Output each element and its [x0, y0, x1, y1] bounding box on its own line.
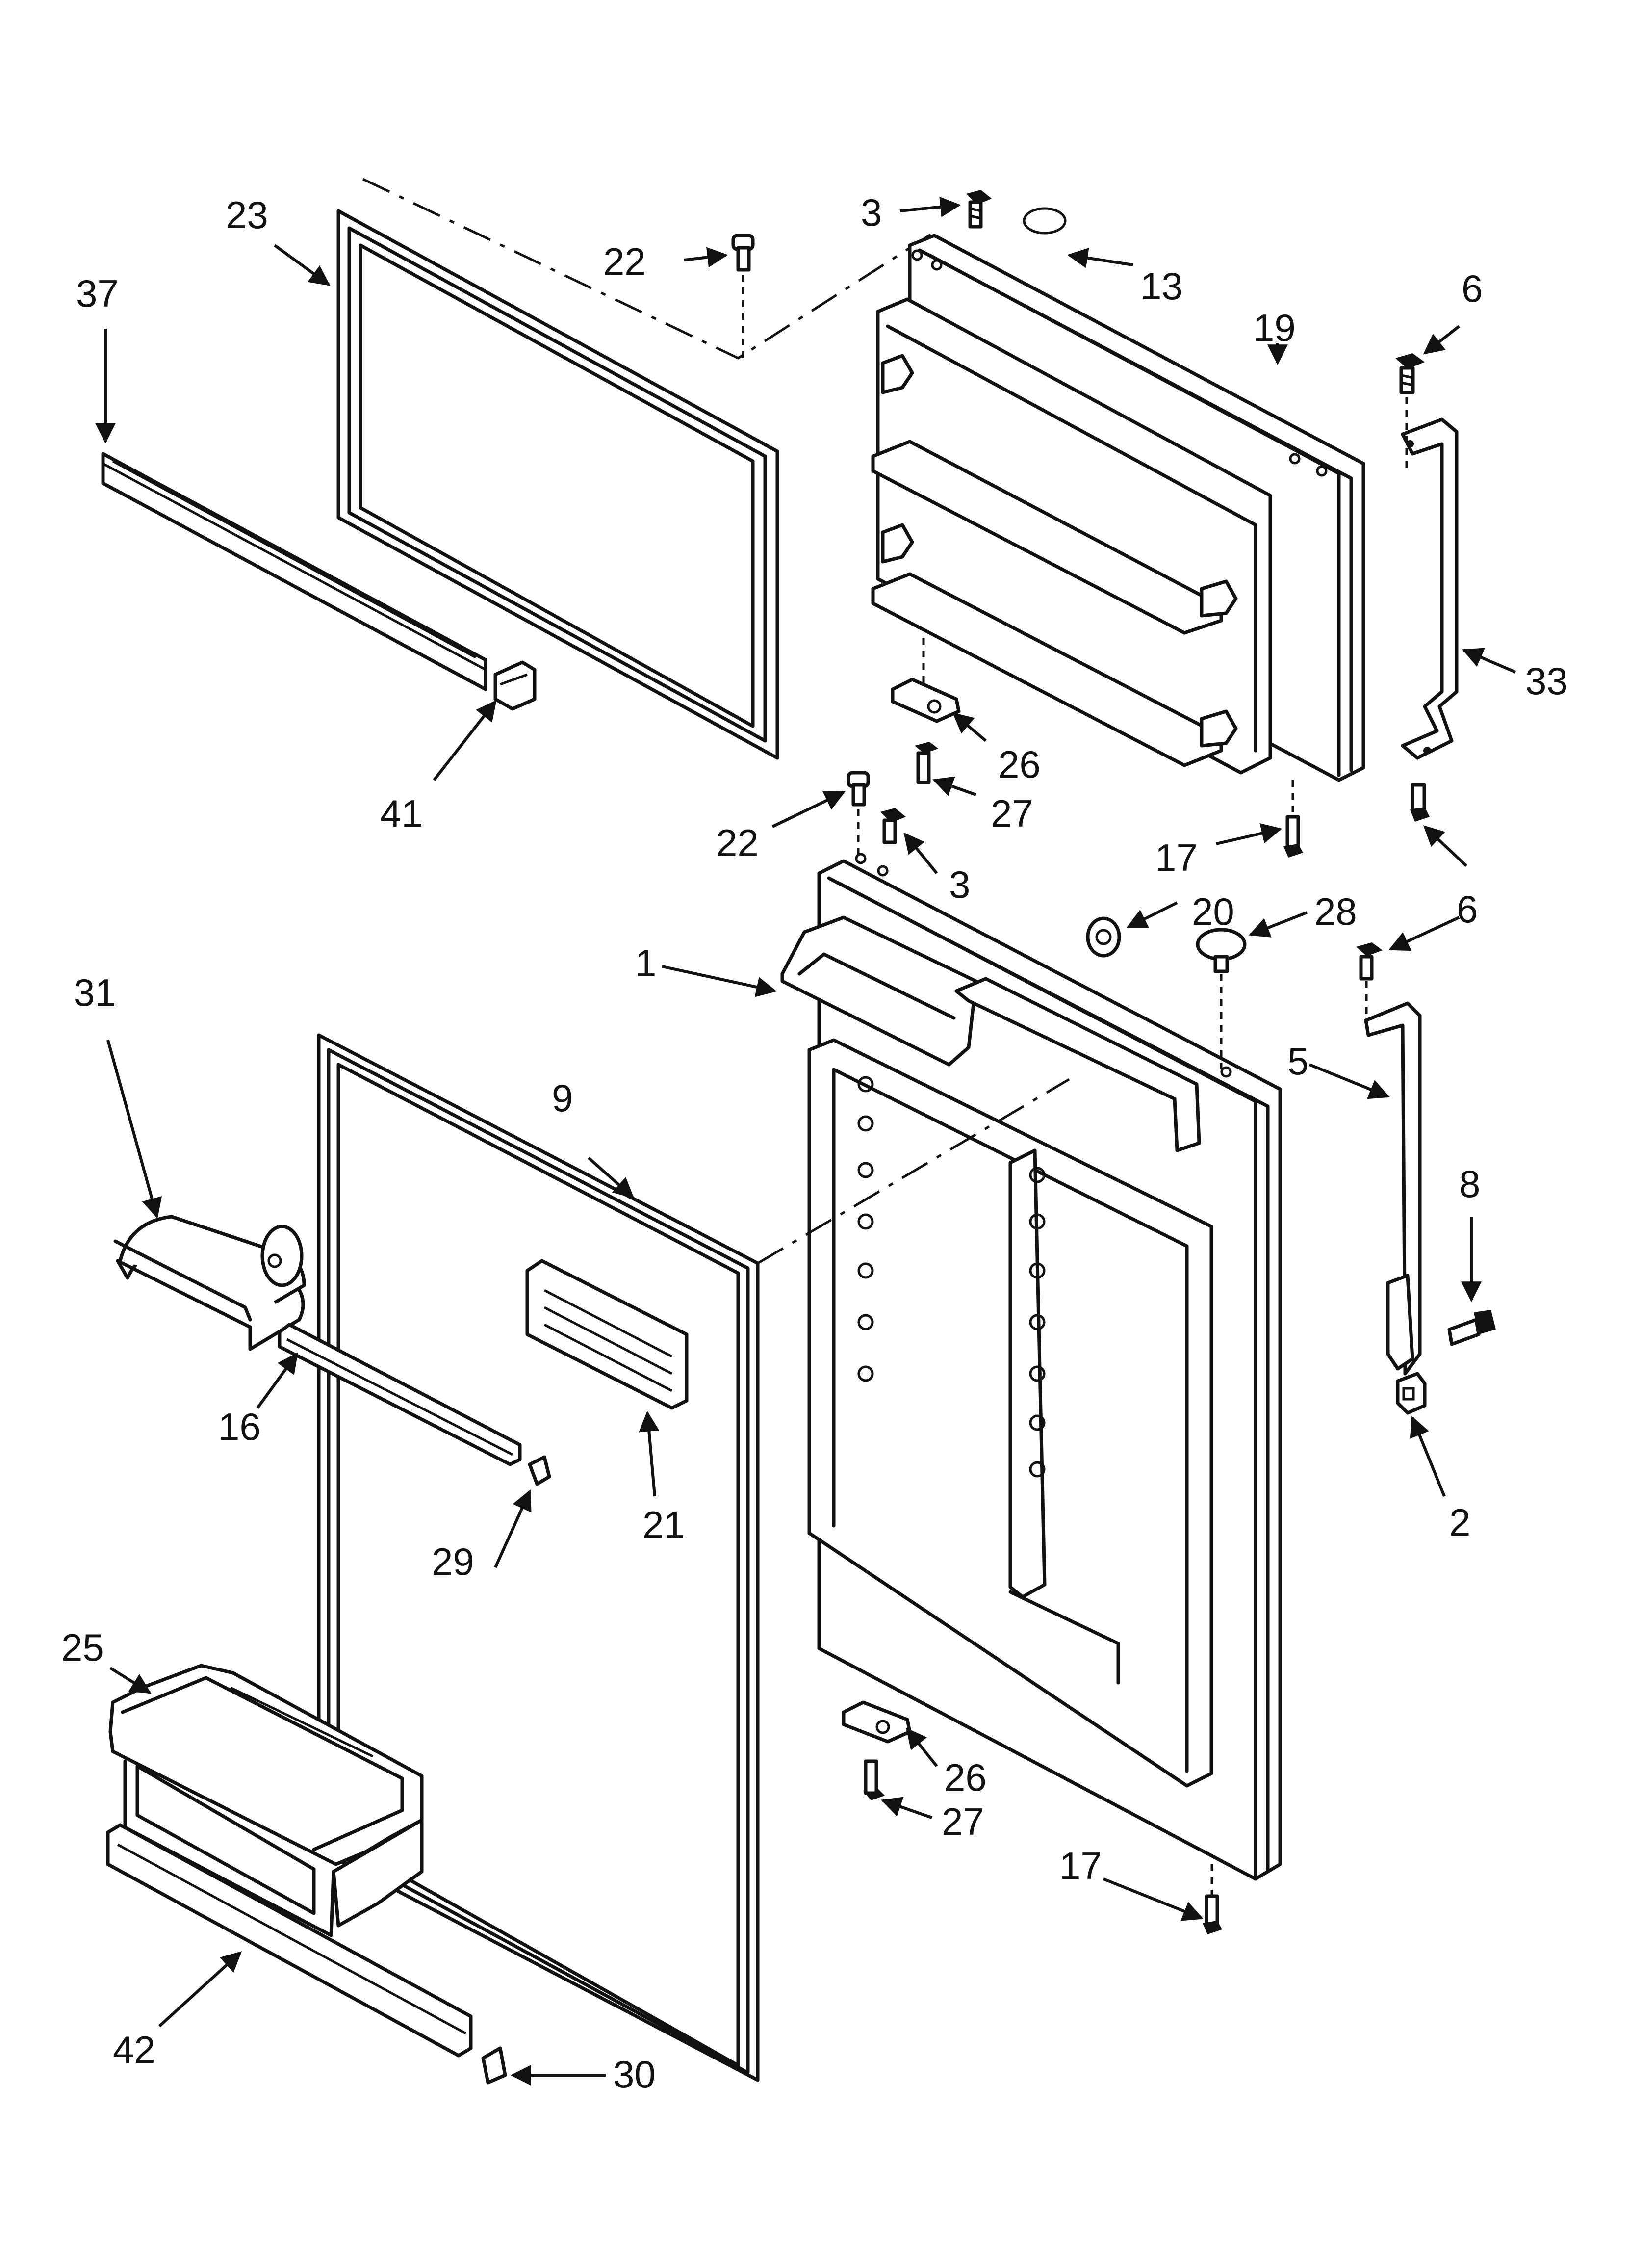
- callout-1: 1: [635, 941, 656, 985]
- callout-labels: 23 37 41 22 3 13 19 6 33 6 26 27 17 22 3…: [61, 191, 1568, 2096]
- callout-20: 20: [1192, 890, 1234, 933]
- callout-21: 21: [642, 1503, 685, 1546]
- callout-26-upper: 26: [998, 743, 1041, 786]
- dairy-compartment-cover-31: [113, 1215, 306, 1351]
- callout-41: 41: [380, 792, 423, 835]
- hinge-bracket-26-upper: [891, 678, 961, 723]
- callout-30: 30: [613, 2053, 656, 2096]
- callout-26-lower: 26: [944, 1756, 987, 1799]
- callout-9: 9: [552, 1076, 573, 1120]
- callout-42: 42: [113, 2028, 155, 2071]
- screw-6-handle-bottom: [1410, 783, 1430, 822]
- label-13-oval: [1023, 207, 1067, 235]
- fresh-gasket-alignment-line: [757, 1078, 1070, 1265]
- freezer-door-liner: [871, 234, 1365, 782]
- callout-29: 29: [432, 1540, 474, 1583]
- screw-6-fresh-handle: [1356, 942, 1383, 981]
- callout-25: 25: [61, 1626, 104, 1669]
- callout-22-top: 22: [603, 240, 646, 283]
- shelf-trim-16: [278, 1323, 522, 1466]
- callout-3-top: 3: [861, 191, 882, 234]
- fresh-food-door-liner: [780, 853, 1282, 1881]
- screw-17-upper: [1283, 815, 1303, 858]
- screw-6-handle-top: [1395, 353, 1425, 394]
- screw-17-lower: [1203, 1894, 1222, 1934]
- screw-8: [1447, 1310, 1496, 1346]
- handle-clip-2: [1396, 1372, 1427, 1415]
- callout-27-lower: 27: [942, 1800, 984, 1843]
- callout-16: 16: [218, 1405, 261, 1448]
- callout-23: 23: [226, 193, 268, 236]
- callout-6-b: 6: [1457, 887, 1478, 931]
- callout-19: 19: [1253, 306, 1296, 349]
- callout-3-lower: 3: [949, 863, 970, 906]
- screw-3-top: [966, 190, 992, 229]
- callout-28: 28: [1314, 890, 1357, 933]
- freezer-trim-strip: [101, 452, 487, 691]
- fresh-food-handle: [1364, 1001, 1422, 1376]
- callout-13: 13: [1140, 264, 1183, 308]
- gasket-alignment-line: [362, 178, 938, 360]
- hinge-bracket-26-lower: [842, 1700, 912, 1744]
- leader-lines: [95, 196, 1516, 2086]
- freezer-door-gasket: [336, 209, 779, 760]
- callout-27-upper: 27: [991, 792, 1033, 835]
- freezer-handle: [1401, 417, 1459, 760]
- callout-6-a: 6: [1462, 267, 1483, 310]
- freezer-trim-clip: [493, 660, 537, 711]
- hinge-pin-22-lower: [847, 771, 870, 807]
- plug-28: [1196, 928, 1247, 973]
- trim-clip-29: [528, 1455, 551, 1486]
- screw-27-lower: [863, 1759, 885, 1800]
- hinge-pin-22-top: [731, 234, 755, 272]
- callout-31: 31: [74, 971, 116, 1014]
- fresh-food-door-gasket: [317, 1033, 760, 2082]
- callout-8: 8: [1459, 1162, 1480, 1205]
- butter-door-21: [525, 1259, 689, 1410]
- callout-37: 37: [76, 272, 119, 315]
- callout-17-upper: 17: [1155, 836, 1198, 879]
- callout-6-c: 6: [1457, 887, 1478, 931]
- screw-3-lower: [880, 808, 906, 844]
- trim-clip-30: [481, 2046, 507, 2085]
- callout-33: 33: [1525, 659, 1568, 703]
- callout-2: 2: [1449, 1501, 1470, 1544]
- door-bin-25: [108, 1664, 424, 1937]
- screw-27-upper: [915, 742, 938, 784]
- bin-trim-42: [106, 1823, 473, 2058]
- hinge-cap-20: [1086, 916, 1121, 958]
- callout-17-lower: 17: [1059, 1844, 1102, 1887]
- callout-5: 5: [1287, 1040, 1308, 1083]
- callout-22-lower: 22: [716, 821, 759, 864]
